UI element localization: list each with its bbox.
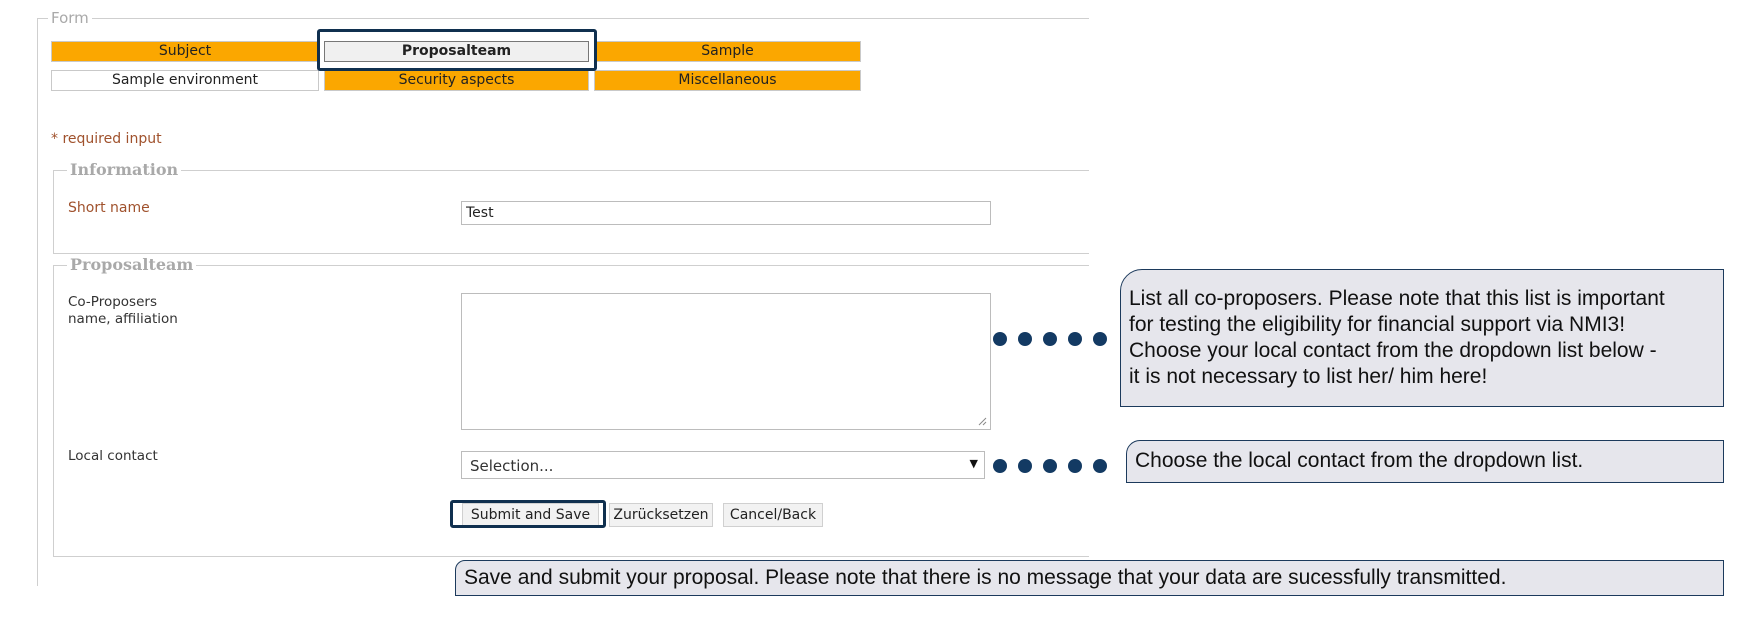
proposalteam-fieldset	[53, 265, 1089, 557]
tab-miscellaneous[interactable]: Miscellaneous	[594, 70, 861, 91]
dropdown-arrow-icon: ▼	[969, 457, 978, 470]
submit-callout: Save and submit your proposal. Please no…	[455, 560, 1724, 596]
short-name-label: Short name	[68, 200, 150, 216]
required-note: * required input	[51, 131, 162, 147]
co-proposers-sublabel: name, affiliation	[68, 311, 178, 327]
callout-line: List all co-proposers. Please note that …	[1129, 287, 1665, 310]
callout-line: for testing the eligibility for financia…	[1129, 313, 1626, 336]
cancel-back-button[interactable]: Cancel/Back	[723, 503, 823, 527]
tab-sample-environment[interactable]: Sample environment	[51, 70, 319, 91]
short-name-input[interactable]	[461, 201, 991, 225]
tab-sample[interactable]: Sample	[594, 41, 861, 62]
form-legend: Form	[48, 9, 92, 27]
submit-button-highlight	[450, 500, 606, 528]
information-fieldset	[53, 170, 1089, 254]
proposalteam-legend: Proposalteam	[67, 255, 197, 274]
form-fieldset-top	[37, 18, 1089, 19]
tab-security-aspects[interactable]: Security aspects	[324, 70, 589, 91]
co-proposers-label: Co-Proposers	[68, 294, 157, 310]
co-proposers-connector	[993, 332, 1118, 346]
co-proposers-callout: List all co-proposers. Please note that …	[1120, 269, 1724, 407]
local-contact-callout: Choose the local contact from the dropdo…	[1126, 440, 1724, 483]
local-contact-selected-value: Selection...	[470, 457, 554, 475]
information-legend: Information	[67, 160, 182, 179]
local-contact-connector	[993, 459, 1118, 473]
callout-line: it is not necessary to list her/ him her…	[1129, 365, 1488, 388]
local-contact-select[interactable]: Selection... ▼	[461, 451, 985, 479]
callout-line: Choose your local contact from the dropd…	[1129, 339, 1657, 362]
active-tab-highlight	[317, 29, 597, 71]
tab-proposalteam[interactable]: Proposalteam	[324, 41, 589, 62]
resize-grip-icon[interactable]	[977, 416, 987, 426]
form-fieldset-left	[37, 18, 38, 586]
submit-and-save-button[interactable]: Submit and Save	[462, 503, 599, 527]
reset-button[interactable]: Zurücksetzen	[609, 503, 713, 527]
co-proposers-textarea[interactable]	[461, 293, 991, 430]
local-contact-label: Local contact	[68, 448, 158, 464]
tab-subject[interactable]: Subject	[51, 41, 319, 62]
